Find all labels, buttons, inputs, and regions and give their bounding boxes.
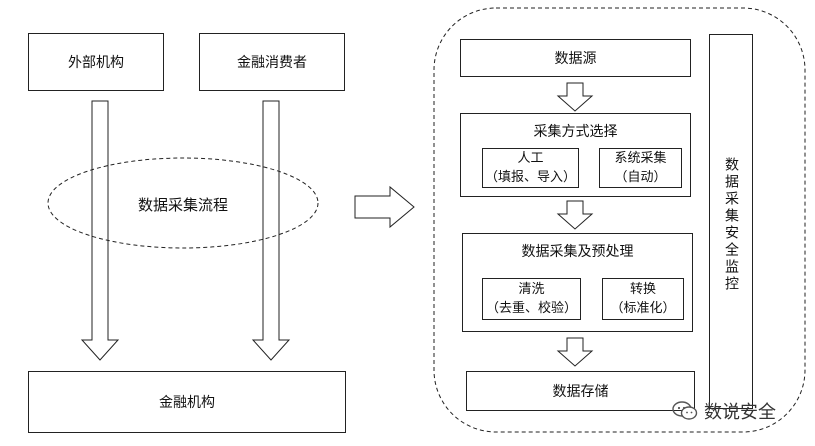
arrow-outer-to-institution — [80, 100, 120, 361]
node-financial-consumer: 金融消费者 — [199, 33, 345, 91]
node-external-institution-label: 外部机构 — [68, 55, 124, 71]
node-security-monitor-label: 数据采集安全监控 — [723, 157, 739, 293]
option-system: 系统采集 （自动） — [599, 148, 682, 188]
node-data-storage-label: 数据存储 — [552, 384, 609, 400]
step-clean: 清洗 （去重、校验） — [482, 278, 581, 320]
group-collection-method-title: 采集方式选择 — [533, 124, 618, 140]
node-security-monitor: 数据采集安全监控 — [709, 34, 753, 409]
step-clean-line1: 清洗 — [518, 282, 545, 297]
node-financial-institution-label: 金融机构 — [159, 395, 215, 411]
arrow-source-to-method — [556, 82, 594, 112]
node-data-source-label: 数据源 — [554, 51, 597, 67]
option-manual-line1: 人工 — [517, 151, 544, 166]
process-ellipse — [47, 157, 319, 249]
watermark: 数说安全 — [672, 398, 776, 424]
wechat-icon — [672, 401, 698, 420]
node-data-storage: 数据存储 — [466, 371, 695, 411]
step-convert-line1: 转换 — [629, 282, 656, 297]
flow-container — [433, 7, 806, 433]
node-data-source: 数据源 — [460, 39, 691, 77]
option-manual-line2: （填报、导入） — [484, 170, 576, 185]
ellipse-label: 数据采集流程 — [118, 194, 248, 215]
step-convert: 转换 （标准化） — [602, 278, 684, 320]
step-convert-line2: （标准化） — [610, 301, 676, 316]
group-preprocess: 数据采集及预处理 清洗 （去重、校验） 转换 （标准化） — [462, 233, 693, 332]
option-manual: 人工 （填报、导入） — [482, 148, 579, 188]
arrow-preprocess-to-storage — [556, 337, 594, 367]
node-financial-institution: 金融机构 — [28, 371, 346, 433]
node-external-institution: 外部机构 — [28, 33, 164, 91]
arrow-to-detail — [354, 185, 415, 229]
option-system-line1: 系统采集 — [614, 151, 667, 166]
node-financial-consumer-label: 金融消费者 — [237, 55, 307, 71]
option-system-line2: （自动） — [614, 170, 667, 185]
step-clean-line2: （去重、校验） — [485, 301, 577, 316]
group-preprocess-title: 数据采集及预处理 — [521, 244, 634, 260]
group-collection-method: 采集方式选择 人工 （填报、导入） 系统采集 （自动） — [460, 113, 691, 197]
arrow-consumer-to-institution — [251, 100, 291, 361]
watermark-text: 数说安全 — [704, 402, 776, 423]
arrow-method-to-preprocess — [556, 200, 594, 230]
